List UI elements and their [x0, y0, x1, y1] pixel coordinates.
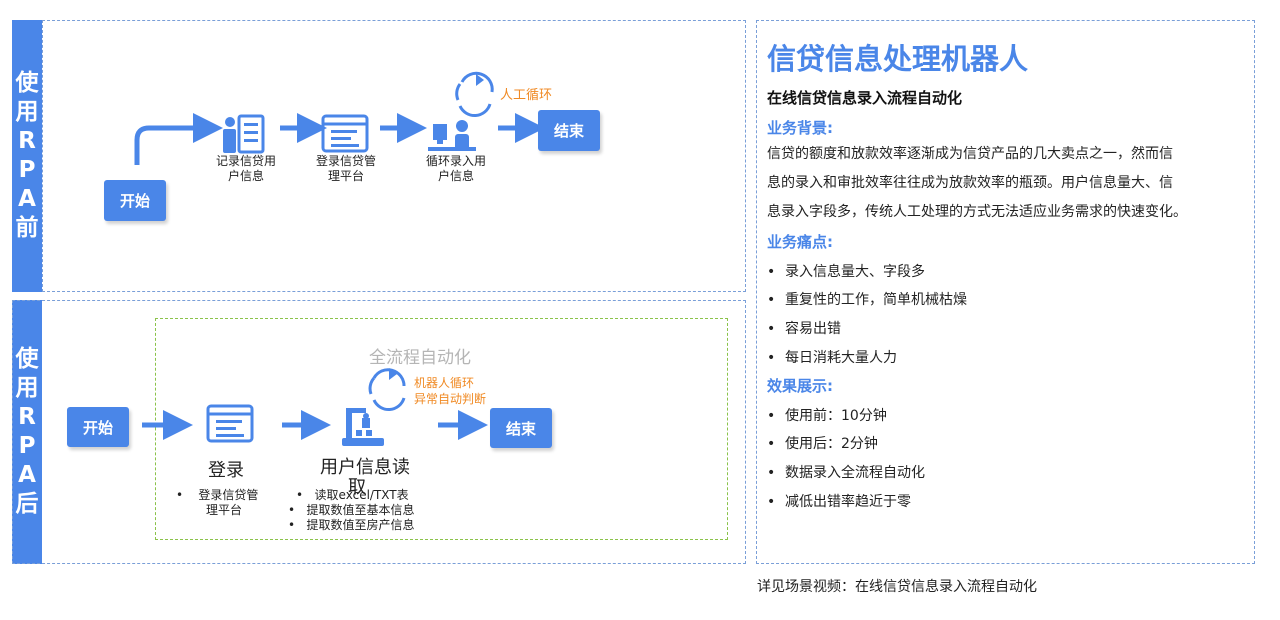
flow-diagram: [134, 71, 545, 446]
footer-video-link[interactable]: 详见场景视频：在线信贷信息录入流程自动化: [757, 579, 1037, 595]
side-char: 用: [15, 375, 39, 401]
full-automation-label: 全流程自动化: [369, 348, 471, 368]
label-line: 理平台: [327, 169, 364, 183]
bullet-line: • 提取数值至基本信息: [288, 503, 415, 517]
start-node-after: 开始: [67, 407, 129, 447]
login-bullets: • 登录信贷管 理平台: [176, 488, 258, 518]
browser-window-icon: [321, 114, 369, 153]
pain-text: 每日消耗大量人力: [785, 350, 897, 366]
read-bullets: • 读取excel/TXT表 • 提取数值至基本信息 • 提取数值至房产信息: [288, 488, 415, 533]
effect-item: •使用前：10分钟: [767, 408, 887, 424]
bullet-text: 理平台: [206, 503, 243, 517]
bullet-text: 读取excel/TXT表: [314, 488, 409, 502]
robot-loop-icon: [368, 368, 406, 411]
step-loop-entry-label: 循环录入用 户信息: [418, 154, 494, 184]
label-line: 户信息: [437, 169, 474, 183]
label-line: 登录信贷管: [315, 154, 376, 168]
label-line: 循环录入用: [425, 154, 486, 168]
effect-item: •使用后：2分钟: [767, 436, 878, 452]
bullet-line: • 读取excel/TXT表: [296, 488, 409, 502]
effect-item: •减低出错率趋近于零: [767, 494, 911, 510]
end-node-before: 结束: [538, 110, 600, 151]
browser-login-icon: [206, 404, 254, 443]
end-node-after: 结束: [490, 408, 552, 448]
paragraph-line: 信贷的额度和放款效率逐渐成为信贷产品的几大卖点之一，然而信: [767, 146, 1173, 162]
side-char: 前: [15, 215, 39, 241]
label-line: 机器人循环: [414, 376, 475, 390]
bullet-text: 登录信贷管: [198, 488, 259, 502]
side-char: 用: [15, 99, 39, 125]
background-paragraph: 信贷的额度和放款效率逐渐成为信贷产品的几大卖点之一，然而信 息的录入和审批效率往…: [767, 140, 1245, 227]
pain-point: •重复性的工作，简单机械枯燥: [767, 292, 967, 308]
pain-text: 录入信息量大、字段多: [785, 264, 925, 280]
pain-point: •录入信息量大、字段多: [767, 264, 925, 280]
side-char: A: [18, 186, 36, 212]
effect-text: 数据录入全流程自动化: [785, 465, 925, 481]
side-char: P: [18, 433, 36, 459]
pain-heading: 业务痛点:: [767, 233, 833, 251]
worker-computer-icon: [428, 120, 476, 151]
bullet-line: • 登录信贷管: [176, 488, 259, 502]
robot-title: 信贷信息处理机器人: [767, 42, 1029, 76]
pain-text: 容易出错: [785, 321, 841, 337]
label-line: 异常自动判断: [414, 392, 487, 406]
effect-heading: 效果展示:: [767, 377, 833, 395]
bullet-text: 提取数值至基本信息: [306, 503, 415, 517]
side-char: 使: [15, 70, 39, 96]
effect-item: •数据录入全流程自动化: [767, 465, 925, 481]
pain-text: 重复性的工作，简单机械枯燥: [785, 292, 967, 308]
effect-text: 减低出错率趋近于零: [785, 494, 911, 510]
side-char: P: [18, 157, 36, 183]
label-line: 户信息: [227, 169, 264, 183]
side-char: 使: [15, 346, 39, 372]
label-line: 记录信贷用: [215, 154, 276, 168]
automation-zone: [155, 318, 728, 540]
manual-loop-label: 人工循环: [500, 88, 553, 103]
manual-loop-icon: [455, 71, 494, 117]
login-title: 登录: [208, 460, 244, 481]
start-node-before: 开始: [104, 180, 166, 221]
pain-point: •每日消耗大量人力: [767, 350, 897, 366]
side-char: R: [18, 128, 36, 154]
panel-after-rpa: [12, 300, 746, 564]
robot-subtitle: 在线信贷信息录入流程自动化: [767, 89, 963, 107]
step-record-label: 记录信贷用 户信息: [208, 154, 284, 184]
panel-description: [756, 20, 1255, 564]
side-char: R: [18, 404, 36, 430]
effect-text: 使用后：2分钟: [785, 436, 878, 452]
side-char: 后: [15, 491, 39, 517]
sidebar-before-rpa: 使 用 R P A 前: [12, 20, 42, 292]
robot-loop-label: 机器人循环 异常自动判断: [414, 375, 486, 407]
paragraph-line: 息录入字段多，传统人工处理的方式无法适应业务需求的快速变化。: [767, 204, 1187, 220]
arrow-start-to-step1: [134, 113, 223, 165]
read-title: 用户信息读 取: [320, 458, 410, 498]
side-char: A: [18, 462, 36, 488]
title-line: 取: [348, 477, 366, 498]
paragraph-line: 息的录入和审批效率往往成为放款效率的瓶颈。用户信息量大、信: [767, 175, 1173, 191]
sidebar-after-rpa: 使 用 R P A 后: [12, 300, 42, 564]
panel-before-rpa: [42, 20, 746, 292]
robot-arm-icon: [342, 408, 384, 446]
pain-point: •容易出错: [767, 321, 841, 337]
person-document-icon: [223, 114, 265, 154]
step-login-label: 登录信贷管 理平台: [308, 154, 384, 184]
bullet-line: • 提取数值至房产信息: [288, 518, 415, 532]
background-heading: 业务背景:: [767, 119, 833, 137]
title-line: 用户信息读: [320, 457, 410, 478]
bullet-text: 提取数值至房产信息: [306, 518, 415, 532]
effect-text: 使用前：10分钟: [785, 408, 887, 424]
